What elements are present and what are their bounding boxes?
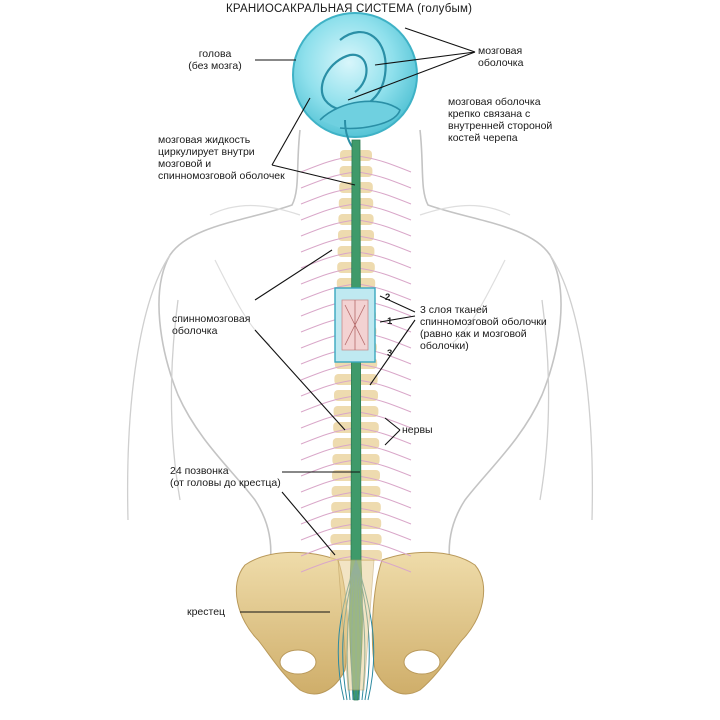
label-layers-line4: оболочки) [420, 340, 469, 352]
nerve-branch-right [355, 203, 412, 221]
label-spinal-line2: оболочка [172, 325, 218, 337]
label-nerves: нервы [402, 424, 433, 436]
tentorium-fold [319, 100, 401, 130]
layer-number-3: 3 [387, 348, 393, 359]
label-csf-line2: циркулирует внутри [158, 146, 255, 158]
obturator-right [403, 649, 441, 675]
label-layers-line1: 3 слоя тканей [420, 304, 488, 316]
pelvis-right [371, 551, 485, 695]
label-dura-attachment: мозговая оболочка крепко связана с внутр… [448, 96, 552, 144]
label-vertebrae-line1: 24 позвонка [170, 465, 229, 477]
arm-right-outline [539, 254, 593, 521]
body-outline [158, 129, 562, 576]
label-layers-line3: (равно как и мозговой [420, 328, 527, 340]
label-meninges: мозговая оболочка [478, 45, 523, 69]
label-layers-line2: спинномозговой оболочки [420, 316, 547, 328]
obturator-left [279, 649, 317, 675]
diagram-title: КРАНИОСАКРАЛЬНАЯ СИСТЕМА (голубым) [226, 3, 473, 15]
nerve-branch-left [300, 251, 357, 269]
inset-fibers [344, 300, 366, 350]
label-dura-line4: костей черепа [448, 132, 518, 144]
label-csf-line4: спинномозговой оболочек [158, 170, 285, 182]
shoulder-blade-lines [209, 205, 511, 346]
nerve-branch-left [300, 171, 357, 189]
nerve-branch-left [300, 155, 357, 173]
nerve-branch-left [300, 235, 357, 253]
nerve-branch-left [300, 187, 357, 205]
nerve-branch-left [300, 219, 357, 237]
label-three-layers: 3 слоя тканей спинномозговой оболочки (р… [420, 304, 547, 352]
nerve-branch-right [355, 267, 412, 285]
label-spinal-line1: спинномозговая [172, 313, 251, 325]
label-dura-line3: внутренней стороной [448, 120, 553, 132]
label-csf-line3: мозговой и [158, 158, 212, 170]
nerve-branch-left [300, 283, 357, 301]
arm-left-outline [127, 254, 181, 521]
label-dura-line2: крепко связана с [448, 108, 531, 120]
nerve-branch-right [355, 219, 412, 237]
label-csf-line1: мозговая жидкость [158, 134, 251, 146]
label-spinal-meninges: спинномозговая оболочка [172, 313, 250, 337]
label-meninges-line1: мозговая [478, 45, 523, 57]
leader-lines [240, 27, 476, 613]
nerve-branch-left [300, 267, 357, 285]
nerve-branch-left [300, 203, 357, 221]
nerve-branch-right [355, 187, 412, 205]
falx-fold [320, 31, 387, 112]
nerve-branch-right [355, 251, 412, 269]
label-dura-line1: мозговая оболочка [448, 96, 541, 108]
label-sacrum: крестец [187, 606, 226, 618]
label-head: голова (без мозга) [175, 48, 255, 72]
label-meninges-line2: оболочка [478, 57, 524, 69]
layer-number-1: 1 [387, 316, 393, 327]
label-head-line1: голова [198, 48, 232, 60]
label-vertebrae: 24 позвонка (от головы до крестца) [170, 465, 281, 489]
nerve-branch-right [355, 155, 412, 173]
layer-number-2: 2 [385, 292, 391, 303]
label-head-line2: (без мозга) [188, 60, 242, 72]
label-vertebrae-line2: (от головы до крестца) [170, 477, 281, 489]
label-csf: мозговая жидкость циркулирует внутри моз… [158, 134, 285, 182]
nerve-branch-right [355, 283, 412, 301]
sacrum-bone [337, 559, 375, 691]
spinal-column [300, 139, 412, 701]
nerve-branch-right [355, 235, 412, 253]
nerve-branch-right [355, 171, 412, 189]
